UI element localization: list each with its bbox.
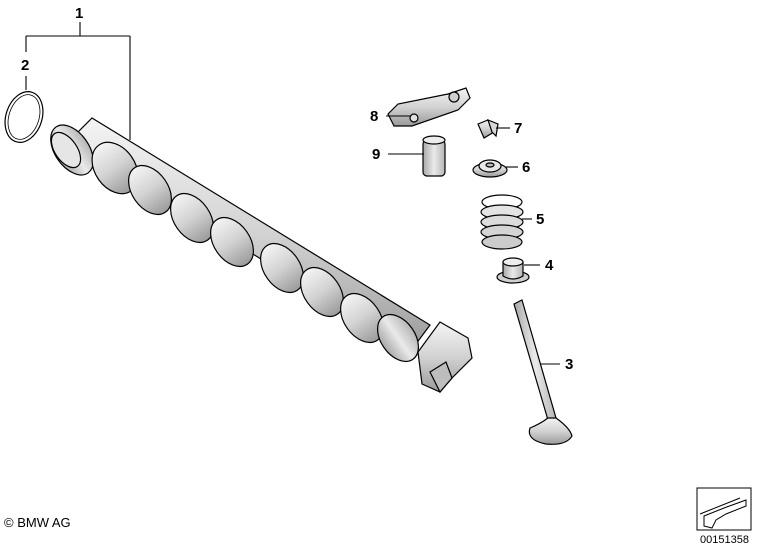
callout-6: 6 — [522, 159, 530, 176]
valve-spring — [480, 194, 524, 250]
callout-2: 2 — [21, 57, 29, 74]
exhaust-valve — [513, 299, 573, 445]
valve-stem-seal — [496, 257, 530, 284]
camshaft — [50, 117, 473, 394]
spring-retainer — [472, 159, 508, 178]
callout-7: 7 — [514, 120, 522, 137]
callout-1: 1 — [75, 5, 83, 22]
sealing-ring — [4, 91, 44, 143]
valve-cotter — [477, 118, 499, 139]
diagram-id: 00151358 — [700, 534, 749, 546]
leader-lines — [25, 22, 560, 365]
view-orientation-icon — [696, 487, 752, 531]
lash-adjuster — [422, 135, 446, 177]
callout-3: 3 — [565, 356, 573, 373]
rocker-arm — [387, 87, 471, 127]
callout-9: 9 — [372, 146, 380, 163]
copyright-text: © BMW AG — [4, 515, 71, 530]
callout-8: 8 — [370, 108, 378, 125]
callout-4: 4 — [545, 257, 554, 274]
callout-5: 5 — [536, 211, 544, 228]
